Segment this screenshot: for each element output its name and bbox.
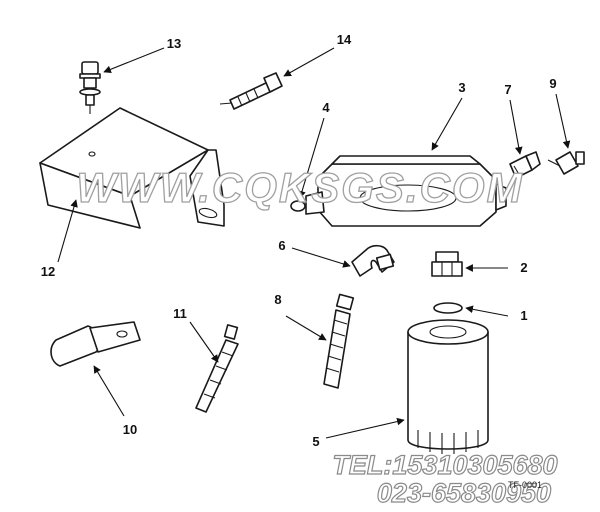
part-3-filter-head	[305, 155, 507, 227]
callout-14: 14	[337, 32, 352, 47]
callout-1: 1	[520, 308, 527, 323]
part-8-hose	[323, 293, 355, 389]
part-13-bolt	[79, 61, 101, 114]
callout-13: 13	[167, 36, 181, 51]
part-4-plug	[290, 200, 306, 212]
callout-9: 9	[549, 76, 556, 91]
leader-lines	[57, 47, 571, 439]
part-5-filter	[407, 319, 489, 454]
callout-5: 5	[312, 434, 319, 449]
callout-10: 10	[123, 422, 137, 437]
callout-3: 3	[458, 80, 465, 95]
part-10-clamp	[50, 321, 141, 367]
callout-labels: 13 14 3 4 7 9 12 6 2 1 8 11 10 5	[41, 32, 557, 449]
callout-4: 4	[322, 100, 330, 115]
callout-8: 8	[274, 292, 281, 307]
callout-12: 12	[41, 264, 55, 279]
watermark-phone: 023-65830950	[377, 478, 551, 508]
part-6-elbow	[351, 244, 395, 277]
part-9-sensor	[547, 151, 585, 175]
callout-2: 2	[520, 260, 527, 275]
watermark-tel: TEL:15310305680	[332, 450, 557, 480]
watermark-website: WWW.CQKSGS.COM	[76, 164, 523, 212]
callout-6: 6	[278, 238, 285, 253]
part-7-fitting	[509, 151, 541, 179]
callout-11: 11	[173, 306, 187, 321]
part-12-bracket	[39, 107, 225, 229]
drawing-reference: TF-0001	[508, 480, 542, 490]
part-14-long-bolt	[219, 72, 283, 110]
callout-7: 7	[504, 82, 511, 97]
part-11-hose	[195, 324, 239, 413]
part-1-o-ring	[433, 302, 463, 314]
part-2-adapter	[431, 251, 463, 277]
